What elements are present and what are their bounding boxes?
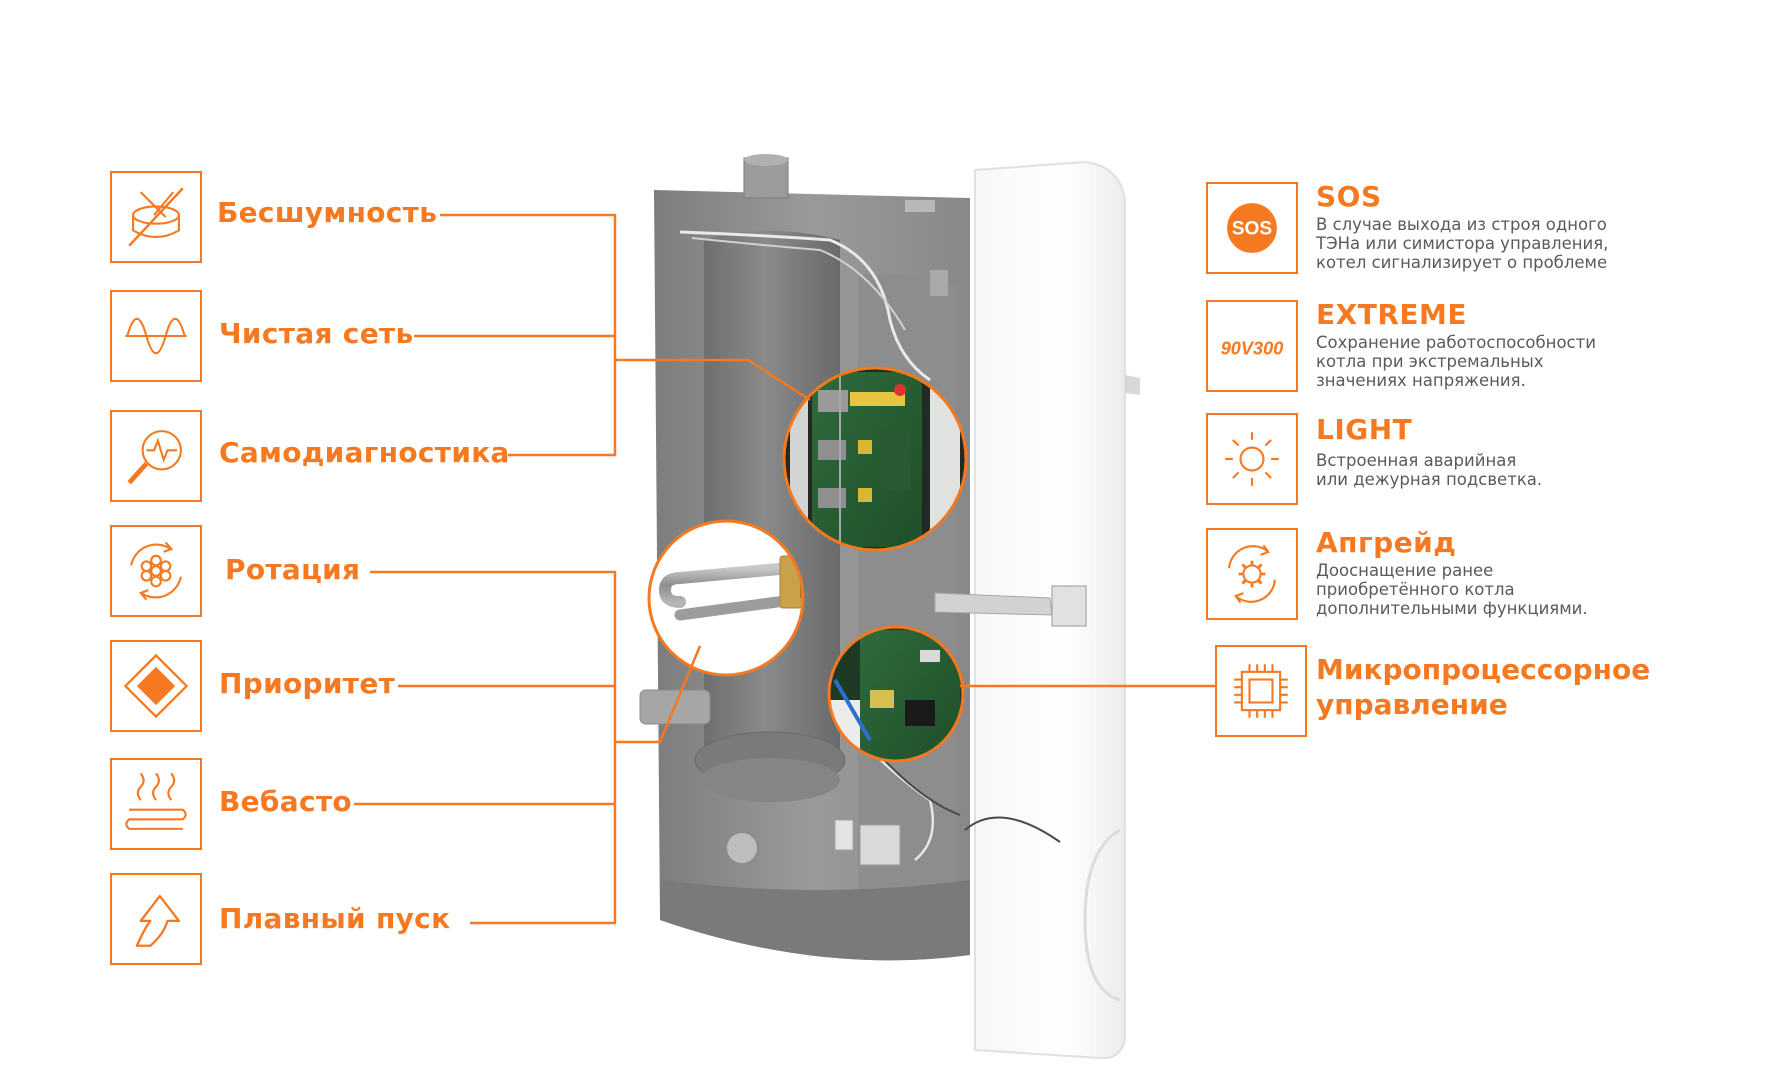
desc-line: котел сигнализирует о проблеме [1316, 253, 1608, 272]
feature-title-upgrade: Апгрейд [1316, 526, 1457, 559]
priority-diamond-icon [110, 640, 202, 732]
sun-light-icon [1206, 413, 1298, 505]
microchip-icon [1215, 645, 1307, 737]
desc-line: котла при экстремальных [1316, 352, 1544, 371]
feature-label-priority: Приоритет [219, 667, 396, 700]
title-line: Микропроцессорное [1316, 653, 1651, 686]
feature-label-rotation: Ротация [225, 553, 361, 586]
magnifier-pulse-icon [110, 410, 202, 502]
desc-line: или дежурная подсветка. [1316, 470, 1543, 489]
desc-line: значениях напряжения. [1316, 371, 1526, 390]
feature-title-microprocessor: Микропроцессорное управление [1316, 652, 1650, 722]
feature-desc-upgrade: Дооснащение ранее приобретённого котла д… [1316, 561, 1676, 618]
heating-element-zoom [647, 519, 805, 677]
smooth-start-arrow-icon [110, 873, 202, 965]
voltage-range-icon: 90V300 [1206, 300, 1298, 392]
feature-desc-extreme: Сохранение работоспособности котла при э… [1316, 333, 1676, 390]
silent-drum-icon [110, 171, 202, 263]
feature-label-smooth-start: Плавный пуск [219, 902, 451, 935]
heated-floor-icon [110, 758, 202, 850]
desc-line: дополнительными функциями. [1316, 599, 1588, 618]
desc-line: В случае выхода из строя одного [1316, 215, 1607, 234]
desc-line: Сохранение работоспособности [1316, 333, 1596, 352]
upgrade-gear-icon [1206, 528, 1298, 620]
feature-label-clean-grid: Чистая сеть [219, 317, 414, 350]
feature-title-light: LIGHT [1316, 413, 1413, 446]
feature-desc-light: Встроенная аварийная или дежурная подсве… [1316, 451, 1676, 489]
left-connector-lines [354, 213, 811, 925]
feature-label-webasto: Вебасто [219, 785, 352, 818]
control-board-zoom [782, 366, 968, 552]
desc-line: Встроенная аварийная [1316, 451, 1517, 470]
title-line: управление [1316, 688, 1508, 721]
svg-text:90V300: 90V300 [1221, 339, 1284, 359]
sos-icon: SOS [1206, 182, 1298, 274]
sine-wave-icon [110, 290, 202, 382]
feature-title-extreme: EXTREME [1316, 298, 1467, 331]
desc-line: приобретённого котла [1316, 580, 1515, 599]
svg-text:SOS: SOS [1232, 219, 1273, 240]
feature-label-self-diagnostics: Самодиагностика [219, 436, 510, 469]
desc-line: Дооснащение ранее [1316, 561, 1494, 580]
microprocessor-board-zoom [827, 625, 965, 763]
rotation-icon [110, 525, 202, 617]
desc-line: ТЭНа или симистора управления, [1316, 234, 1609, 253]
feature-desc-sos: В случае выхода из строя одного ТЭНа или… [1316, 215, 1676, 272]
feature-label-silent: Бесшумность [217, 196, 438, 229]
feature-title-sos: SOS [1316, 180, 1382, 213]
